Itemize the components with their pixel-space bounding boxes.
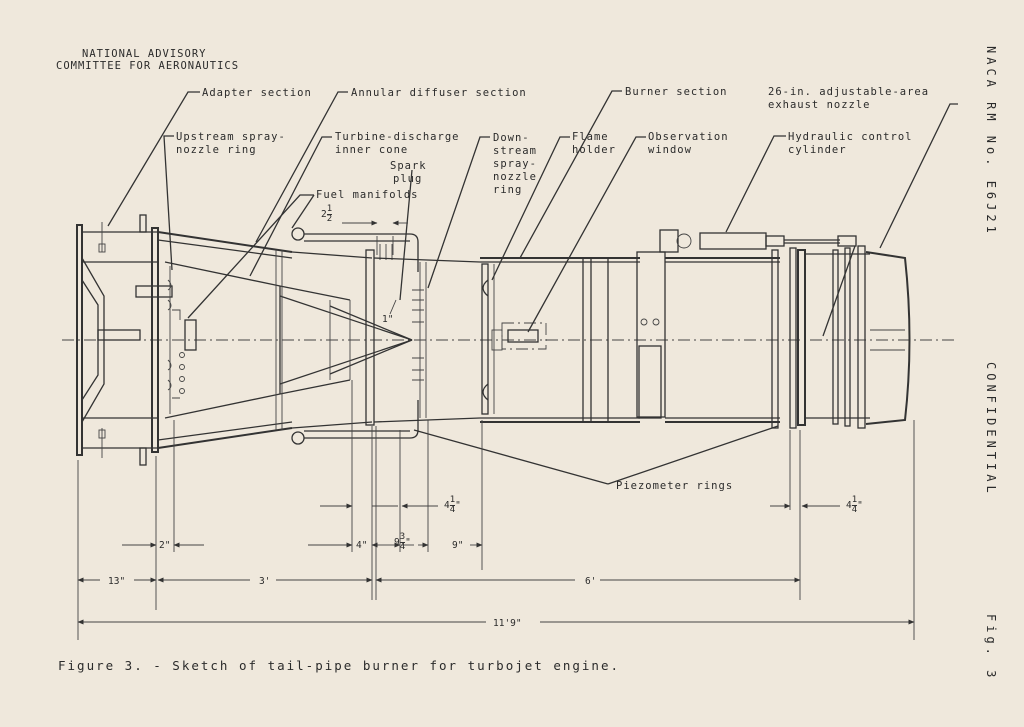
label-observation-1: Observation bbox=[648, 131, 729, 143]
label-piezometer-rings: Piezometer rings bbox=[616, 480, 734, 492]
adapter-section bbox=[76, 214, 173, 466]
label-burner-section: Burner section bbox=[625, 86, 728, 98]
label-downstream-5: ring bbox=[493, 184, 523, 196]
dimension-lines bbox=[77, 220, 915, 640]
dim-9-inch: 9" bbox=[452, 540, 464, 551]
figure-caption: Figure 3. - Sketch of tail-pipe burner f… bbox=[58, 658, 621, 673]
label-spark-2: plug bbox=[393, 173, 423, 185]
dim-unit: " bbox=[405, 537, 411, 548]
dim-den: 4 bbox=[399, 542, 406, 552]
label-upstream-1: Upstream spray- bbox=[176, 131, 286, 143]
dim-6-ft: 6' bbox=[585, 576, 597, 587]
dim-4-inch: 4" bbox=[356, 540, 368, 551]
dim-num: 1 bbox=[851, 495, 858, 506]
label-downstream-3: spray- bbox=[493, 158, 537, 170]
dim-whole: 4 bbox=[444, 500, 450, 511]
dim-3-ft: 3' bbox=[259, 576, 271, 587]
hydraulic-cylinder bbox=[659, 229, 857, 253]
dim-den: 2 bbox=[326, 214, 333, 224]
label-nozzle-line-1: 26-in. adjustable-area bbox=[768, 86, 930, 98]
dim-den: 4 bbox=[851, 505, 858, 515]
dim-13-inch: 13" bbox=[108, 576, 126, 587]
header-line-2: COMMITTEE FOR AERONAUTICS bbox=[56, 60, 240, 72]
label-nozzle-line-2: exhaust nozzle bbox=[768, 99, 871, 111]
label-turbine-1: Turbine-discharge bbox=[335, 131, 460, 143]
dim-num: 3 bbox=[399, 532, 406, 543]
label-flame-2: holder bbox=[572, 144, 616, 156]
dim-overall: 11'9" bbox=[493, 618, 522, 629]
label-hydraulic-1: Hydraulic control bbox=[788, 131, 913, 143]
label-upstream-2: nozzle ring bbox=[176, 144, 257, 156]
dim-unit: " bbox=[455, 500, 461, 511]
dim-spark-gap: 1" bbox=[382, 314, 394, 325]
label-fuel-manifolds: Fuel manifolds bbox=[316, 189, 419, 201]
exhaust-nozzle bbox=[665, 245, 911, 429]
header-line-1: NATIONAL ADVISORY bbox=[82, 48, 207, 60]
dim-whole: 4 bbox=[846, 500, 852, 511]
dim-den: 4 bbox=[449, 505, 456, 515]
dim-unit: " bbox=[857, 500, 863, 511]
dim-whole: 2 bbox=[321, 209, 327, 220]
dim-2-inch: 2" bbox=[159, 540, 171, 551]
label-annular-diffuser: Annular diffuser section bbox=[351, 87, 527, 99]
fuel-manifolds bbox=[291, 227, 481, 445]
label-hydraulic-2: cylinder bbox=[788, 144, 847, 156]
label-spark-1: Spark bbox=[390, 160, 427, 172]
label-observation-2: window bbox=[648, 144, 692, 156]
annular-diffuser bbox=[157, 231, 413, 449]
dim-num: 1 bbox=[449, 495, 456, 506]
label-flame-1: Flame bbox=[572, 131, 609, 143]
label-downstream-1: Down- bbox=[493, 132, 530, 144]
label-downstream-4: nozzle bbox=[493, 171, 537, 183]
dim-num: 1 bbox=[326, 204, 333, 215]
label-turbine-2: inner cone bbox=[335, 144, 409, 156]
callout-leaders bbox=[107, 90, 958, 485]
label-downstream-2: stream bbox=[493, 145, 537, 157]
burner-section bbox=[480, 251, 666, 423]
label-adapter-section: Adapter section bbox=[202, 87, 312, 99]
